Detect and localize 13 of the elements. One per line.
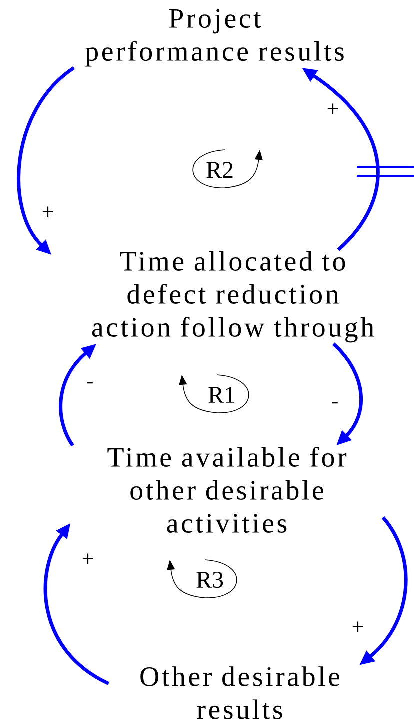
polarity-sign: - xyxy=(332,402,338,404)
loop-label: R1 xyxy=(208,387,235,403)
polarity-sign: + xyxy=(352,622,364,632)
polarity-sign: + xyxy=(328,104,338,114)
variable-label: Project performance results xyxy=(86,9,344,67)
loop-label: R3 xyxy=(196,572,224,588)
loop-label: R2 xyxy=(206,162,233,178)
variable-label: Time available for other desirable activities xyxy=(108,447,347,533)
polarity-sign: + xyxy=(82,554,94,564)
polarity-sign: - xyxy=(87,382,93,384)
polarity-sign: + xyxy=(42,206,54,218)
variable-label: Time allocated to defect reduction action follow through xyxy=(92,251,374,343)
variable-label: Other desirable results xyxy=(140,666,340,719)
